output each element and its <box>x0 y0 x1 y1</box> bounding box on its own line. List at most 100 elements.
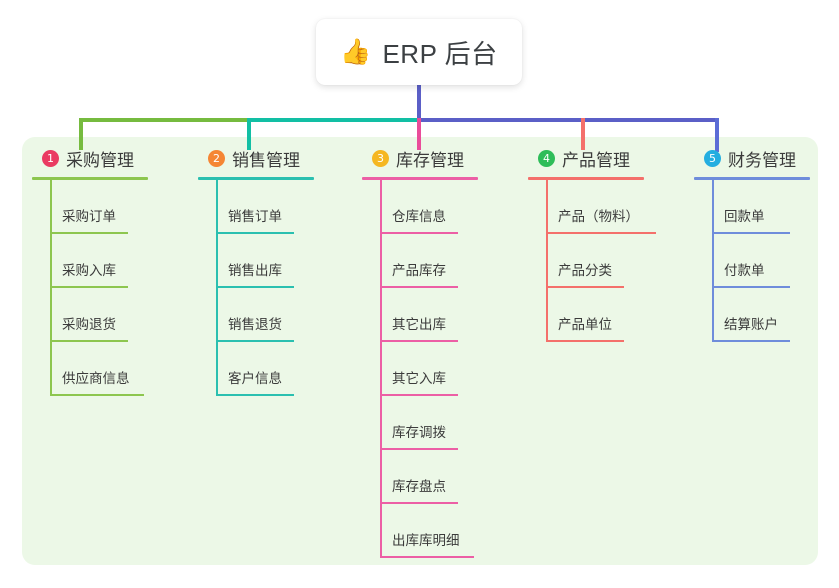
list-item[interactable]: 结算账户 <box>694 288 810 342</box>
column-badge-1: 1 <box>42 149 59 167</box>
list-item[interactable]: 采购退货 <box>32 288 148 342</box>
list-item-rule <box>216 286 294 288</box>
list-item-rule <box>216 340 294 342</box>
list-item-label: 结算账户 <box>724 317 778 332</box>
list-item-label: 客户信息 <box>228 371 282 386</box>
list-item-label: 销售退货 <box>228 317 282 332</box>
list-item-rule <box>50 286 128 288</box>
list-item-rule <box>50 394 144 396</box>
column-header-rule-3 <box>362 177 478 180</box>
column-header-1[interactable]: 1 采购管理 <box>32 145 148 171</box>
list-item[interactable]: 采购入库 <box>32 234 148 288</box>
list-item-rule <box>380 286 458 288</box>
list-item-rule <box>546 340 624 342</box>
column-header-rule-2 <box>198 177 314 180</box>
list-item-label: 采购退货 <box>62 317 116 332</box>
list-item-label: 产品（物料） <box>558 209 639 224</box>
column-header-rule-1 <box>32 177 148 180</box>
list-item[interactable]: 销售出库 <box>198 234 314 288</box>
list-item-rule <box>712 340 790 342</box>
list-item-rule <box>712 286 790 288</box>
column-badge-3: 3 <box>372 149 389 167</box>
column-items-1: 采购订单采购入库采购退货供应商信息 <box>32 180 148 396</box>
column-items-3: 仓库信息产品库存其它出库其它入库库存调拨库存盘点出库库明细 <box>362 180 478 558</box>
list-item-rule <box>546 286 624 288</box>
column-badge-2: 2 <box>208 149 225 167</box>
column-header-rule-5 <box>694 177 810 180</box>
list-item-rule <box>380 394 458 396</box>
list-item[interactable]: 其它入库 <box>362 342 478 396</box>
column-spine-2 <box>216 180 218 396</box>
list-item-label: 采购订单 <box>62 209 116 224</box>
list-item[interactable]: 产品单位 <box>528 288 644 342</box>
list-item[interactable]: 库存盘点 <box>362 450 478 504</box>
column-3: 3 库存管理仓库信息产品库存其它出库其它入库库存调拨库存盘点出库库明细 <box>362 145 478 558</box>
diagram-background-panel <box>22 137 818 565</box>
column-header-3[interactable]: 3 库存管理 <box>362 145 478 171</box>
list-item-label: 产品分类 <box>558 263 612 278</box>
list-item-label: 采购入库 <box>62 263 116 278</box>
list-item-label: 出库库明细 <box>392 533 460 548</box>
column-badge-4: 4 <box>538 149 555 167</box>
list-item-label: 仓库信息 <box>392 209 446 224</box>
list-item-rule <box>380 232 458 234</box>
list-item-rule <box>380 556 474 558</box>
list-item-label: 库存盘点 <box>392 479 446 494</box>
column-title-5: 财务管理 <box>728 150 796 170</box>
column-spine-1 <box>50 180 52 396</box>
column-5: 5 财务管理回款单付款单结算账户 <box>694 145 810 342</box>
column-header-rule-4 <box>528 177 644 180</box>
list-item-rule <box>380 448 458 450</box>
list-item-rule <box>546 232 656 234</box>
column-items-4: 产品（物料） 产品分类产品单位 <box>528 180 656 342</box>
list-item[interactable]: 其它出库 <box>362 288 478 342</box>
list-item[interactable]: 销售退货 <box>198 288 314 342</box>
column-title-4: 产品管理 <box>562 150 630 170</box>
root-node[interactable]: 👍 ERP 后台 <box>316 19 522 85</box>
column-4: 4 产品管理产品（物料） 产品分类产品单位 <box>528 145 656 342</box>
list-item-label: 销售出库 <box>228 263 282 278</box>
column-spine-5 <box>712 180 714 342</box>
column-title-1: 采购管理 <box>66 150 134 170</box>
list-item-label: 产品库存 <box>392 263 446 278</box>
list-item[interactable]: 采购订单 <box>32 180 148 234</box>
list-item[interactable]: 回款单 <box>694 180 810 234</box>
column-badge-5: 5 <box>704 149 721 167</box>
list-item-rule <box>380 502 458 504</box>
list-item-rule <box>216 232 294 234</box>
column-header-2[interactable]: 2 销售管理 <box>198 145 314 171</box>
list-item-label: 付款单 <box>724 263 765 278</box>
column-items-5: 回款单付款单结算账户 <box>694 180 810 342</box>
list-item[interactable]: 产品库存 <box>362 234 478 288</box>
list-item[interactable]: 产品（物料） <box>528 180 656 234</box>
column-title-2: 销售管理 <box>232 150 300 170</box>
list-item-label: 其它入库 <box>392 371 446 386</box>
list-item[interactable]: 付款单 <box>694 234 810 288</box>
list-item[interactable]: 销售订单 <box>198 180 314 234</box>
column-header-4[interactable]: 4 产品管理 <box>528 145 644 171</box>
list-item[interactable]: 仓库信息 <box>362 180 478 234</box>
list-item-label: 回款单 <box>724 209 765 224</box>
column-items-2: 销售订单销售出库销售退货客户信息 <box>198 180 314 396</box>
column-2: 2 销售管理销售订单销售出库销售退货客户信息 <box>198 145 314 396</box>
list-item[interactable]: 产品分类 <box>528 234 644 288</box>
list-item-label: 其它出库 <box>392 317 446 332</box>
list-item-label: 销售订单 <box>228 209 282 224</box>
list-item-label: 供应商信息 <box>62 371 130 386</box>
column-header-5[interactable]: 5 财务管理 <box>694 145 810 171</box>
column-title-3: 库存管理 <box>396 150 464 170</box>
list-item-rule <box>712 232 790 234</box>
list-item-label: 库存调拨 <box>392 425 446 440</box>
list-item-rule <box>50 340 128 342</box>
list-item-rule <box>216 394 294 396</box>
list-item[interactable]: 库存调拨 <box>362 396 478 450</box>
column-1: 1 采购管理采购订单采购入库采购退货供应商信息 <box>32 145 148 396</box>
column-spine-4 <box>546 180 548 342</box>
list-item-rule <box>50 232 128 234</box>
list-item[interactable]: 出库库明细 <box>362 504 478 558</box>
thumbs-up-icon: 👍 <box>340 37 372 66</box>
list-item[interactable]: 供应商信息 <box>32 342 148 396</box>
column-spine-3 <box>380 180 382 558</box>
list-item[interactable]: 客户信息 <box>198 342 314 396</box>
list-item-label: 产品单位 <box>558 317 612 332</box>
